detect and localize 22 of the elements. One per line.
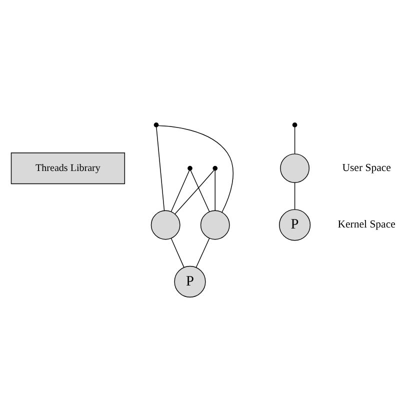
connector [294,182,296,210]
connector [196,237,210,268]
node-squiggle [292,122,298,127]
connector [214,170,216,210]
node-circle [200,210,230,240]
label: Kernel Space [338,218,396,230]
connector [158,124,234,212]
node-circle [280,153,310,182]
node-circle: P [174,265,206,297]
connector [156,126,165,210]
node-circle: P [279,208,311,240]
connector [170,237,184,268]
node-circle [150,210,180,240]
connector [170,170,190,212]
connector [294,126,296,154]
label: User Space [342,161,391,174]
connector [190,170,210,212]
node-squiggle [154,122,159,127]
node-squiggle [188,165,192,170]
node-squiggle [212,165,218,170]
node-box: Threads Library [10,152,126,184]
connector [174,170,214,214]
